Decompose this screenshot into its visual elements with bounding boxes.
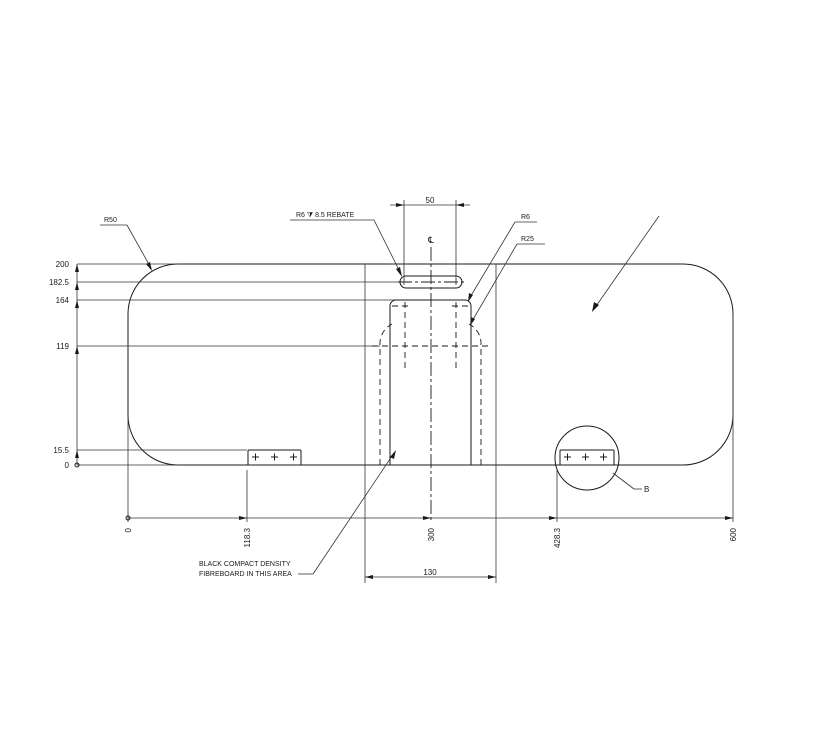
center-zone-lines	[364, 264, 497, 583]
fibreboard-note: BLACK COMPACT DENSITY FIBREBOARD IN THIS…	[199, 450, 396, 578]
rebate-slot	[398, 200, 465, 289]
body-outline	[77, 263, 734, 522]
centerline-symbol: ℄	[427, 235, 434, 245]
centerline: ℄	[427, 235, 434, 522]
inner-channel	[389, 299, 472, 465]
r6-label: R6	[521, 214, 530, 221]
dim-label-50: 50	[426, 196, 435, 205]
dim-label-119: 119	[56, 342, 69, 351]
dimension-130: 130	[365, 568, 496, 579]
rebate-callout: R6 ⧩ 8.5 REBATE	[290, 212, 402, 277]
r50-callout: R50	[100, 217, 152, 271]
dim-label-182-5: 182.5	[49, 278, 70, 287]
rebate-label: R6 ⧩ 8.5 REBATE	[296, 212, 355, 219]
left-dimension-axis	[74, 264, 80, 468]
r6-callout: R6	[468, 214, 537, 302]
surface-pointer-arrow	[592, 215, 660, 312]
dim-label-200: 200	[56, 260, 70, 269]
hidden-channel	[372, 323, 490, 465]
dim-label-x-428-3: 428.3	[553, 527, 562, 548]
detail-b-circle	[554, 425, 620, 491]
note-line-2: FIBREBOARD IN THIS AREA	[199, 571, 292, 578]
r25-label: R25	[521, 236, 534, 243]
dim-label-130: 130	[423, 568, 437, 577]
dim-label-x-118-3: 118.3	[243, 527, 252, 547]
plus-marks	[564, 453, 607, 461]
dim-label-x-300: 300	[427, 527, 436, 541]
bottom-dimension-labels: 0 118.3 300 428.3 600	[124, 527, 738, 548]
left-fixing-bracket	[246, 449, 302, 522]
left-dimension-labels: 200 182.5 164 119 15.5 0	[49, 260, 70, 470]
r25-callout: R25	[470, 236, 545, 326]
bottom-dimension-axis	[125, 515, 733, 521]
dim-label-15-5: 15.5	[53, 446, 69, 455]
dim-label-x-0: 0	[124, 527, 133, 532]
r50-label: R50	[104, 217, 117, 224]
note-line-1: BLACK COMPACT DENSITY	[199, 561, 291, 568]
right-fixing-bracket: B	[554, 425, 649, 522]
dim-label-0: 0	[65, 461, 70, 470]
detail-b-label: B	[644, 485, 649, 494]
dim-label-164: 164	[56, 296, 70, 305]
dimension-50: 50	[390, 196, 470, 207]
dim-label-x-600: 600	[729, 527, 738, 541]
left-extension-lines	[77, 281, 400, 451]
plus-marks	[252, 453, 297, 461]
